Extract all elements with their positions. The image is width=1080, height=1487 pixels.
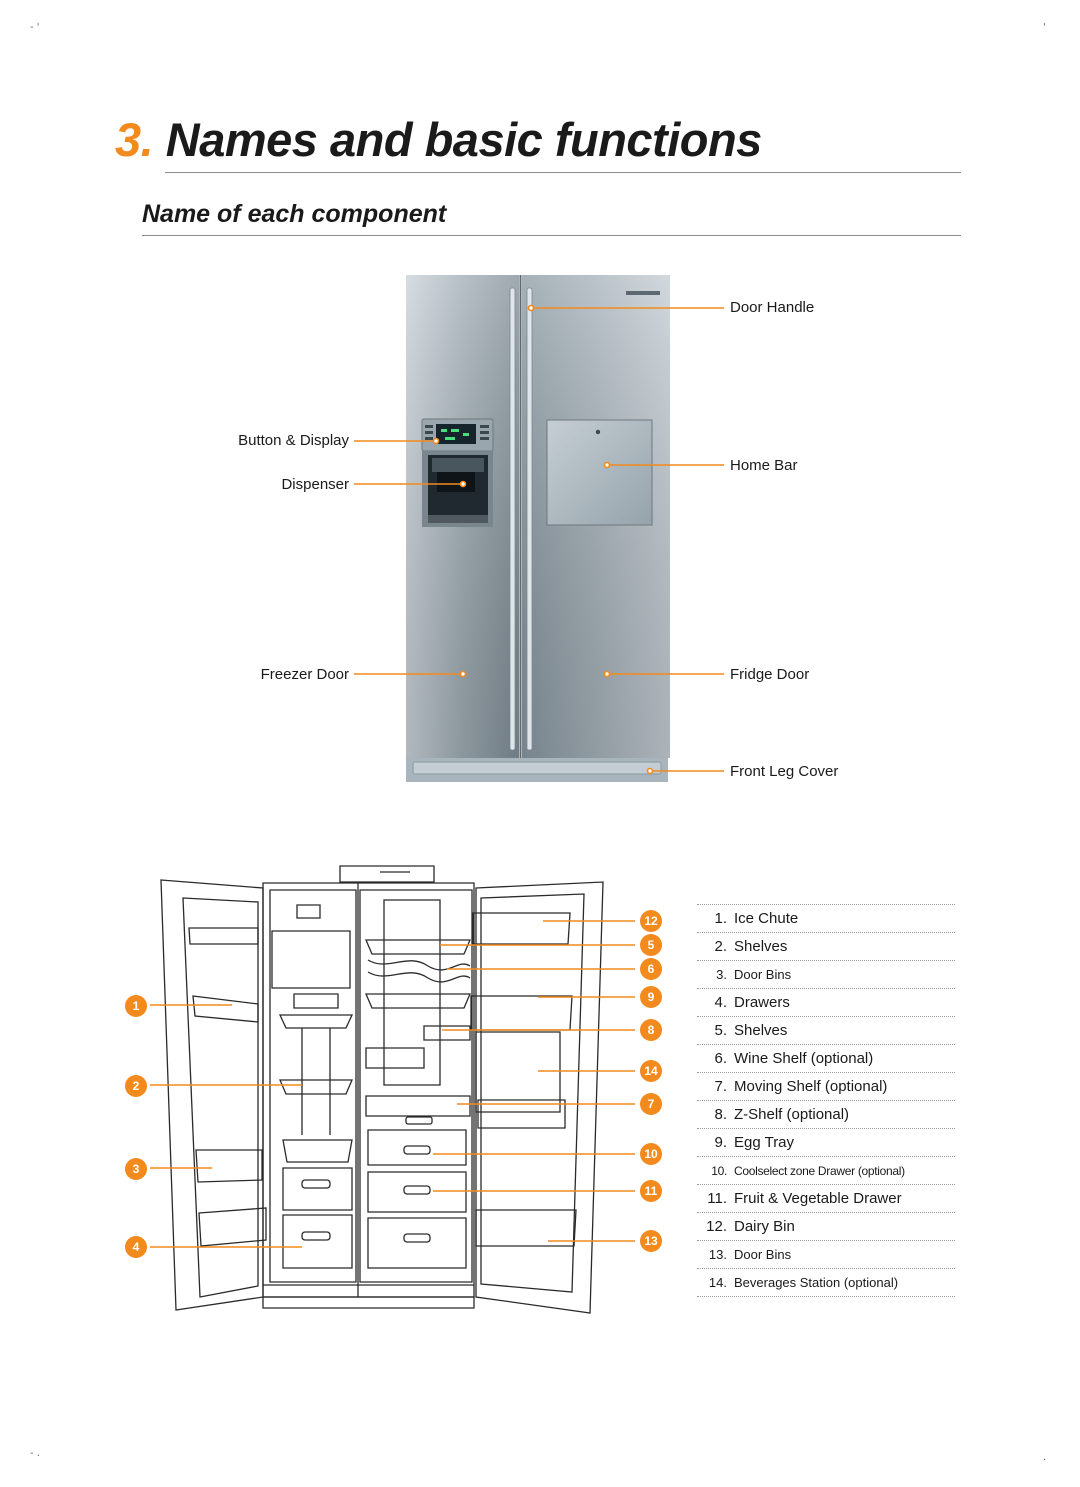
section-title: Names and basic functions [165, 113, 763, 166]
marker-7: 7 [640, 1093, 662, 1115]
parts-list-item: 2.Shelves [697, 932, 955, 960]
marker-8: 8 [640, 1019, 662, 1041]
parts-list-item: 9.Egg Tray [697, 1128, 955, 1156]
marker-11: 11 [640, 1180, 662, 1202]
parts-list-item: 5.Shelves [697, 1016, 955, 1044]
home-bar [546, 419, 653, 526]
label-front-leg-cover: Front Leg Cover [730, 763, 839, 780]
interior-illustration [160, 865, 604, 1314]
marker-1: 1 [125, 995, 147, 1017]
crop-mark: . [1043, 1452, 1047, 1463]
label-home-bar: Home Bar [730, 457, 798, 474]
title-rule [165, 172, 961, 173]
label-button-display: Button & Display [238, 432, 349, 449]
exterior-callout-lines [354, 307, 724, 772]
parts-list-item: 12.Dairy Bin [697, 1212, 955, 1240]
label-fridge-door: Fridge Door [730, 666, 810, 683]
marker-13: 13 [640, 1230, 662, 1252]
dispenser [422, 451, 493, 527]
marker-2: 2 [125, 1075, 147, 1097]
parts-list-item: 7.Moving Shelf (optional) [697, 1072, 955, 1100]
parts-list-item: 8.Z-Shelf (optional) [697, 1100, 955, 1128]
parts-list-item: 1.Ice Chute [697, 904, 955, 932]
crop-mark: ' [1043, 22, 1046, 33]
button-display-panel [421, 418, 494, 452]
parts-list-item: 10.Coolselect zone Drawer (optional) [697, 1156, 955, 1184]
marker-12: 12 [640, 910, 662, 932]
label-dispenser: Dispenser [281, 476, 349, 493]
marker-9: 9 [640, 986, 662, 1008]
door-handle [509, 287, 516, 751]
callout-dots [432, 304, 654, 775]
page-title: 3. Names and basic functions [115, 112, 762, 167]
marker-14: 14 [640, 1060, 662, 1082]
parts-list-item: 6.Wine Shelf (optional) [697, 1044, 955, 1072]
subtitle-rule [142, 235, 961, 236]
door-handle [526, 287, 533, 751]
marker-3: 3 [125, 1158, 147, 1180]
parts-list-item: 11.Fruit & Vegetable Drawer [697, 1184, 955, 1212]
interior-callout-lines [150, 920, 635, 1248]
label-door-handle: Door Handle [730, 299, 815, 316]
marker-10: 10 [640, 1143, 662, 1165]
crop-mark: - . [30, 1448, 40, 1459]
marker-5: 5 [640, 934, 662, 956]
front-leg-cover [406, 758, 668, 782]
parts-list: 1.Ice Chute 2.Shelves 3.Door Bins 4.Draw… [697, 904, 955, 1297]
parts-list-item: 13.Door Bins [697, 1240, 955, 1268]
parts-list-item: 3.Door Bins [697, 960, 955, 988]
section-subtitle: Name of each component [142, 200, 447, 228]
section-number: 3. [115, 113, 154, 166]
marker-4: 4 [125, 1236, 147, 1258]
crop-mark: - ' [30, 22, 40, 33]
marker-6: 6 [640, 958, 662, 980]
brand-logo [626, 291, 660, 295]
parts-list-item: 14.Beverages Station (optional) [697, 1268, 955, 1297]
parts-list-item: 4.Drawers [697, 988, 955, 1016]
label-freezer-door: Freezer Door [260, 666, 349, 683]
